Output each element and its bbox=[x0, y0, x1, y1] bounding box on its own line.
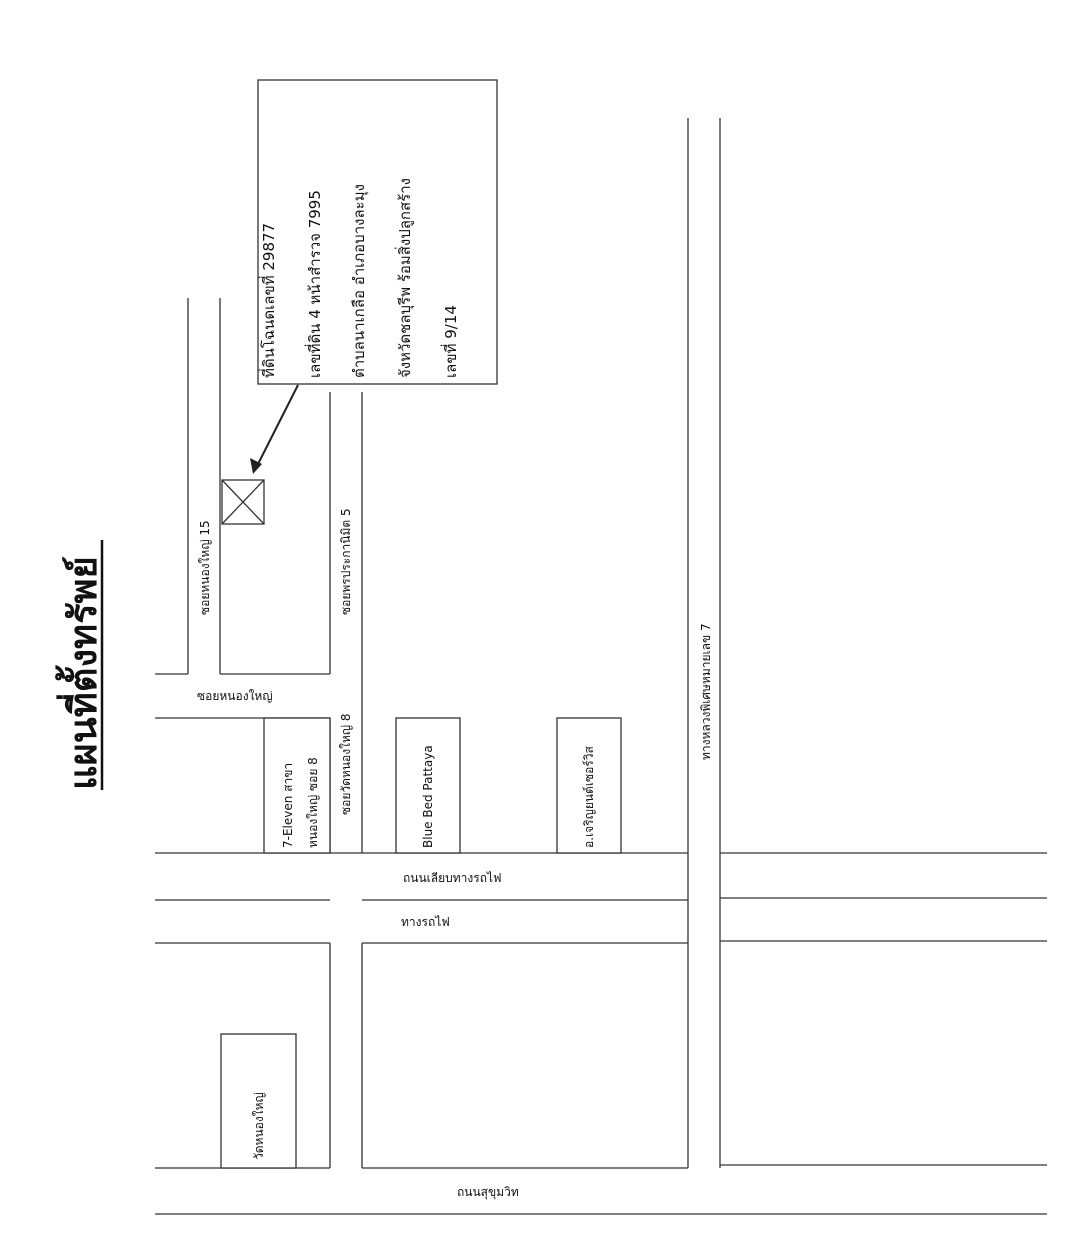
road-lines bbox=[155, 118, 1047, 1215]
landmark-wat-nongyai: วัดหนองใหญ่ bbox=[220, 1033, 297, 1169]
pointer-arrow bbox=[250, 384, 299, 474]
soi-nongyai-15-label: ซอยหนองใหญ่ 15 bbox=[198, 520, 212, 615]
map-title: แผนที่ตั้งทรัพย์ bbox=[55, 556, 105, 790]
callout-line-5: เลขที่ 9/14 bbox=[440, 305, 460, 378]
sukhumvit-road-label: ถนนสุขุมวิท bbox=[457, 1185, 519, 1200]
highway-7-label: ทางหลวงพิเศษหมายเลข 7 bbox=[699, 623, 713, 760]
landmark-7eleven: 7-Eleven สาขา หนองใหญ่ ซอย 8 bbox=[263, 717, 331, 854]
seven-eleven-label-1: 7-Eleven สาขา bbox=[281, 763, 295, 848]
landmark-charoen-yont: อ.เจริญยนต์เซอร์วิส bbox=[556, 717, 622, 854]
callout-box bbox=[257, 79, 498, 385]
map-title-group: แผนที่ตั้งทรัพย์ bbox=[55, 540, 105, 790]
charoen-yont-label: อ.เจริญยนต์เซอร์วิส bbox=[582, 746, 596, 848]
callout-line-2: เลขที่ดิน 4 หน้าสำรวจ 7995 bbox=[304, 190, 324, 378]
road-labels: ซอยหนองใหญ่ 15 ซอยพรประกานิมิต 5 ซอยหนอง… bbox=[197, 508, 713, 1200]
soi-nongyai-label: ซอยหนองใหญ่ bbox=[197, 689, 273, 703]
wat-nongyai-label: วัดหนองใหญ่ bbox=[252, 1092, 266, 1160]
landmark-blue-bed: Blue Bed Pattaya bbox=[395, 717, 461, 854]
railway-side-road-label: ถนนเลียบทางรถไฟ bbox=[403, 871, 502, 885]
railway-label: ทางรถไฟ bbox=[401, 915, 450, 929]
soi-watnongyai-8-label: ซอยวัดหนองใหญ่ 8 bbox=[339, 713, 353, 815]
blue-bed-label: Blue Bed Pattaya bbox=[421, 745, 435, 848]
callout-text: ที่ดินโฉนดเลขที่ 29877 เลขที่ดิน 4 หน้าส… bbox=[258, 178, 460, 378]
soi-pornprakanimit-5-label: ซอยพรประกานิมิต 5 bbox=[339, 508, 353, 615]
property-marker bbox=[221, 479, 265, 525]
callout-line-4: จังหวัดชลบุรีพ ร้อมสิ่งปลูกสร้าง bbox=[394, 178, 415, 378]
callout-line-1: ที่ดินโฉนดเลขที่ 29877 bbox=[258, 223, 278, 378]
callout-line-3: ตำบลนาเกลือ อำเภอบางละมุง bbox=[350, 184, 369, 378]
seven-eleven-label-2: หนองใหญ่ ซอย 8 bbox=[306, 757, 320, 848]
